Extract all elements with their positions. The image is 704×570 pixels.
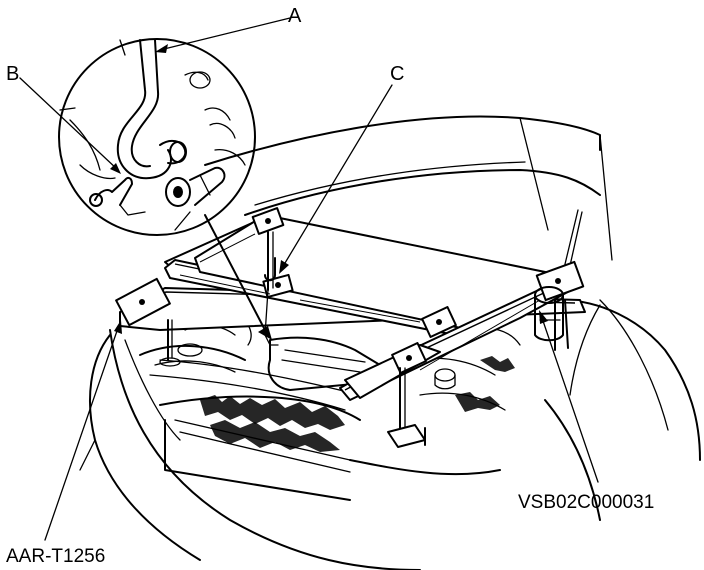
detail-magnifier (58, 38, 272, 340)
callout-b-label: B (6, 63, 19, 85)
raised-hood (204, 115, 613, 289)
callout-a-label: A (288, 5, 302, 27)
engine-support-bar (115, 207, 586, 448)
leader-lines (19, 17, 599, 541)
tool-label-aar-t1256: AAR-T1256 (6, 546, 105, 567)
tool-label-vsb02c000031: VSB02C000031 (518, 492, 654, 513)
callout-c-label: C (390, 63, 404, 85)
